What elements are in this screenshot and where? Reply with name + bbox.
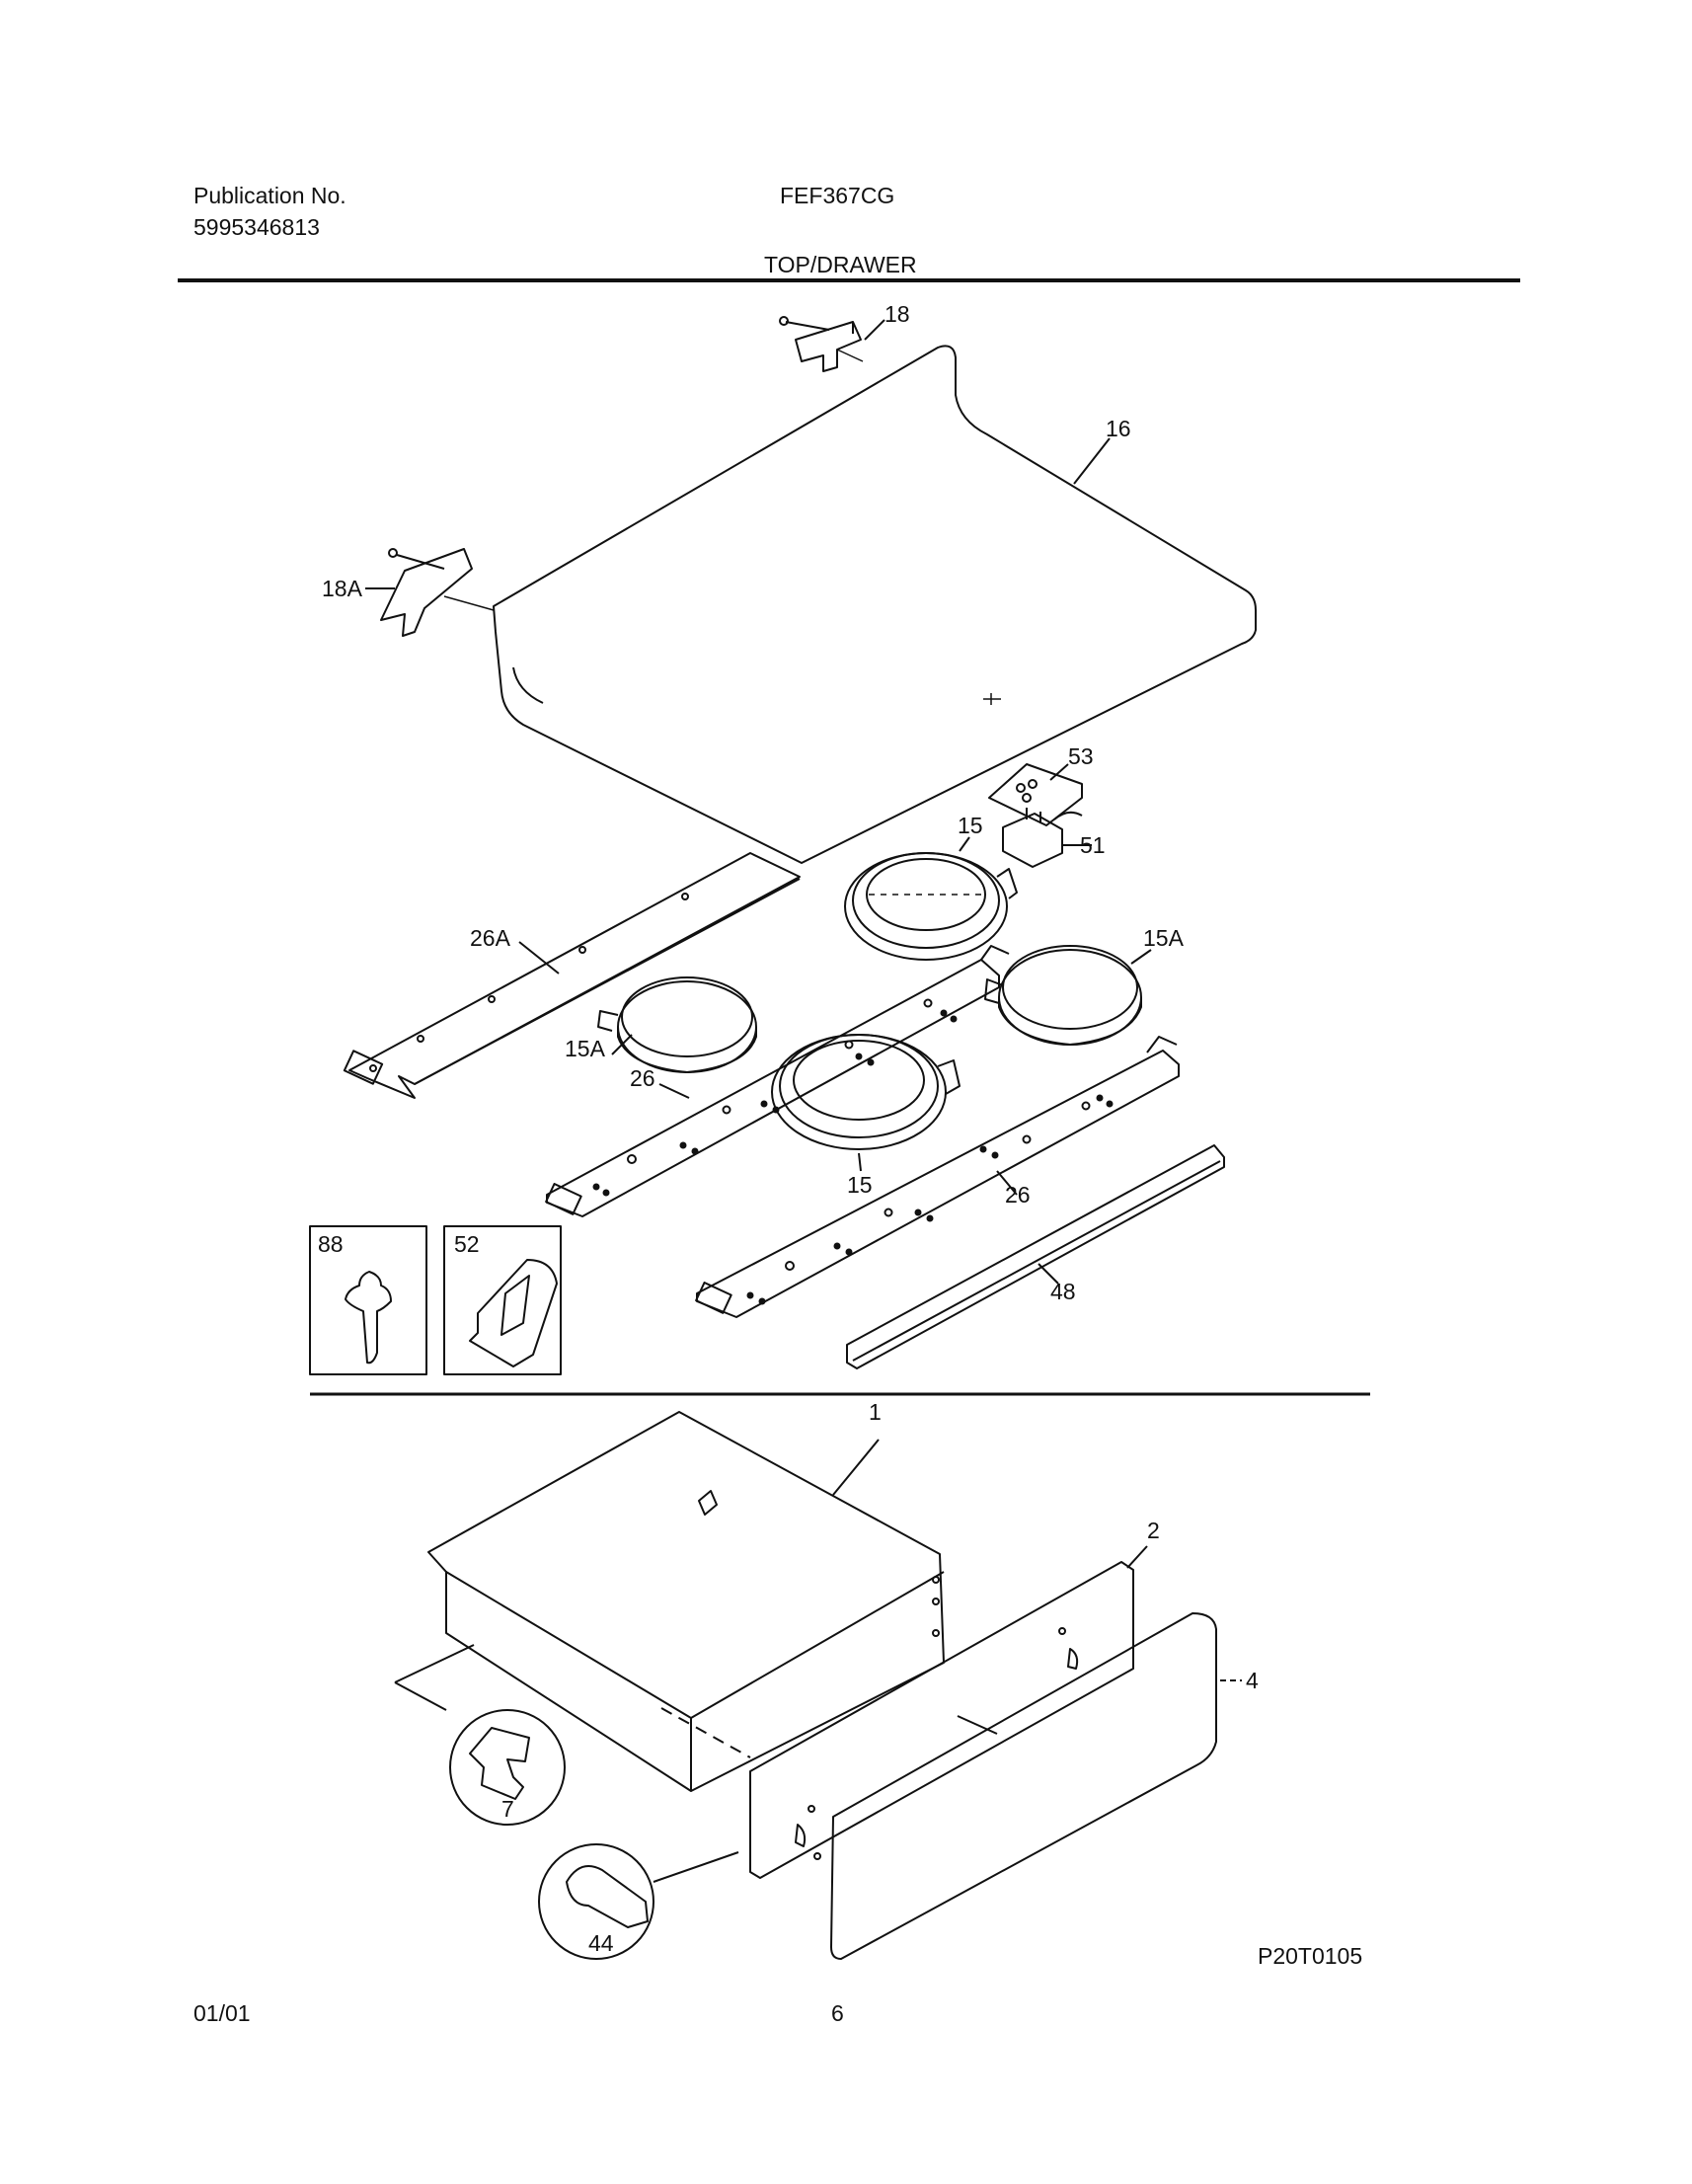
publication-label: Publication No. bbox=[193, 183, 346, 208]
figure-code: P20T0105 bbox=[1258, 1943, 1363, 1969]
leader-1 bbox=[832, 1439, 880, 1496]
callout-15-top: 15 bbox=[958, 813, 983, 838]
part-26a-strip bbox=[343, 852, 801, 1099]
leader-2 bbox=[1126, 1545, 1148, 1569]
leader-26a bbox=[518, 941, 560, 975]
inset-88-frame bbox=[309, 1225, 427, 1375]
part-88-clip bbox=[345, 1271, 392, 1365]
callout-88: 88 bbox=[318, 1231, 344, 1257]
callout-18: 18 bbox=[884, 301, 910, 327]
callout-1: 1 bbox=[869, 1399, 882, 1425]
detail-7-circle bbox=[449, 1709, 566, 1826]
part-51-switch bbox=[1002, 808, 1083, 868]
leader-15-front bbox=[858, 1152, 862, 1172]
callout-15a-left: 15A bbox=[565, 1036, 606, 1061]
part-26-bar-rear bbox=[545, 945, 1010, 1217]
part-2-drawer-frame bbox=[749, 1561, 1134, 1879]
inset-52-frame bbox=[443, 1225, 562, 1375]
callout-53: 53 bbox=[1068, 743, 1094, 769]
part-52-clip bbox=[469, 1259, 558, 1367]
part-18a-bracket bbox=[380, 548, 473, 637]
callout-52: 52 bbox=[454, 1231, 480, 1257]
callout-26-right: 26 bbox=[1005, 1182, 1031, 1208]
leader-48 bbox=[1038, 1263, 1059, 1285]
part-15-element-front bbox=[771, 1034, 961, 1150]
model-number: FEF367CG bbox=[780, 183, 895, 208]
callout-2: 2 bbox=[1147, 1518, 1160, 1543]
callout-44: 44 bbox=[588, 1930, 614, 1956]
part-18-bracket bbox=[779, 316, 862, 372]
callout-48: 48 bbox=[1050, 1279, 1076, 1304]
callout-15a-right: 15A bbox=[1143, 925, 1185, 951]
leader-53 bbox=[1049, 763, 1069, 781]
leader-18 bbox=[864, 319, 885, 341]
publication-number: 5995346813 bbox=[193, 214, 320, 240]
revision-date: 01/01 bbox=[193, 2000, 251, 2026]
detail-44-circle bbox=[538, 1843, 654, 1960]
part-16-cooktop bbox=[443, 345, 1257, 864]
part-48-strip bbox=[846, 1144, 1225, 1369]
callout-15-front: 15 bbox=[847, 1172, 873, 1198]
callout-26a: 26A bbox=[470, 925, 511, 951]
leader-16 bbox=[1073, 437, 1111, 485]
leader-44 bbox=[653, 1851, 739, 1883]
leader-26-left bbox=[658, 1083, 690, 1099]
page-number: 6 bbox=[831, 2000, 844, 2026]
callout-51: 51 bbox=[1080, 832, 1106, 858]
header-rule bbox=[178, 278, 1520, 282]
leader-15a-left bbox=[611, 1034, 633, 1055]
leader-26-right bbox=[996, 1170, 1018, 1196]
callout-18a: 18A bbox=[322, 576, 363, 601]
section-title: TOP/DRAWER bbox=[764, 252, 917, 277]
part-26-bar-front bbox=[695, 1036, 1180, 1318]
part-15a-element-right bbox=[984, 945, 1142, 1046]
callout-7: 7 bbox=[501, 1796, 514, 1822]
part-4-drawer-panel bbox=[830, 1612, 1217, 1960]
callout-16: 16 bbox=[1106, 416, 1131, 441]
callout-4: 4 bbox=[1246, 1668, 1259, 1693]
part-1-drawer-body bbox=[394, 1411, 945, 1792]
part-15-element-rear bbox=[844, 852, 1018, 961]
part-44-clip bbox=[566, 1865, 649, 1928]
callout-26-left: 26 bbox=[630, 1065, 655, 1091]
part-15a-element-left bbox=[597, 976, 757, 1073]
leader-15-top bbox=[959, 836, 970, 852]
part-7-clip bbox=[469, 1727, 530, 1800]
part-53-plate bbox=[988, 763, 1083, 826]
leader-15a-right bbox=[1130, 949, 1152, 965]
